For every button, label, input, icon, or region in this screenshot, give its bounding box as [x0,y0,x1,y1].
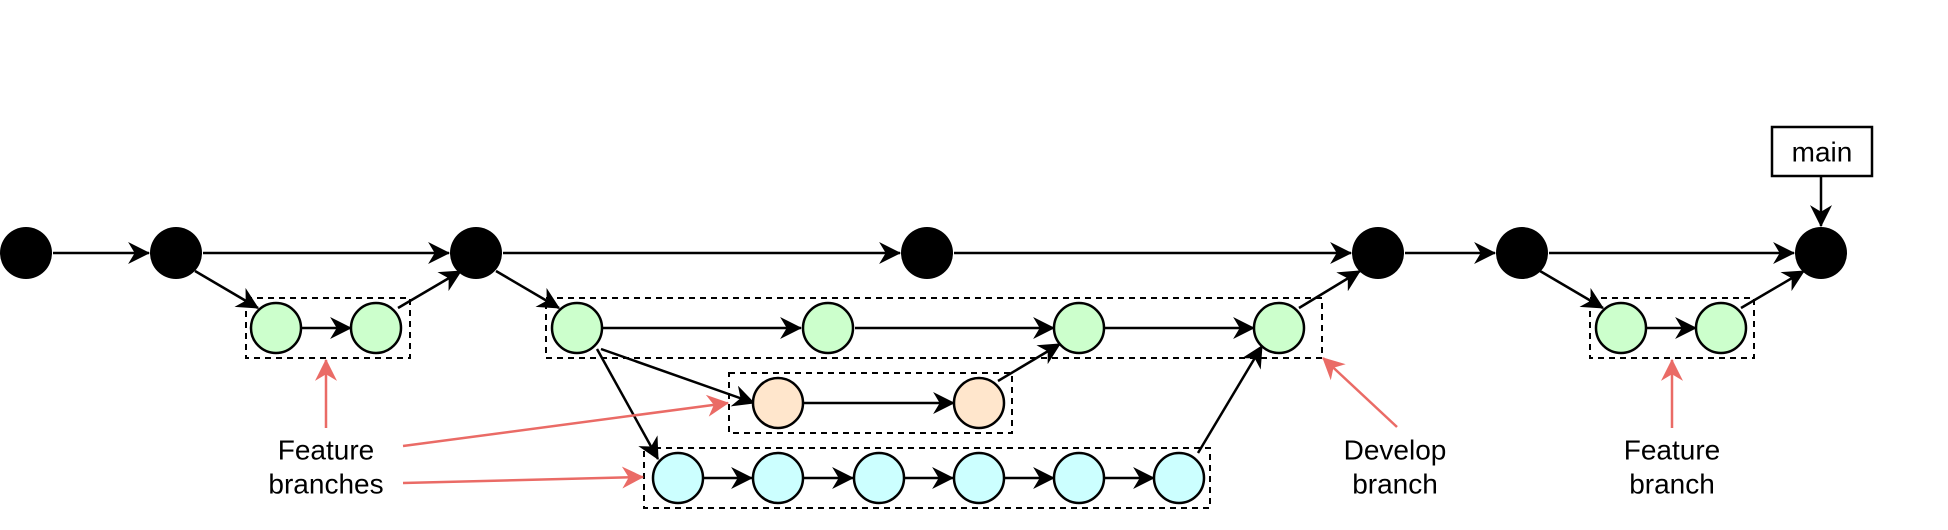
feature-commit [751,451,805,505]
feature-commit [651,451,705,505]
main-commit [1795,227,1847,279]
feature-commit [751,376,805,430]
feature-branch-label-line2: branch [1629,469,1715,500]
main-commit [450,227,502,279]
branch-out-edge [194,269,259,310]
feature-commit [1152,451,1206,505]
merge-edge [1740,269,1805,310]
merge-edge [1196,345,1264,454]
main-commit [901,227,953,279]
feature-branch-box-orange [728,372,1013,434]
feature-branch-box-2 [1589,297,1755,359]
develop-branch-box [545,297,1323,359]
develop-commit [550,301,604,355]
feature-branches-label-line1: Feature [278,435,375,466]
develop-commit [1252,301,1306,355]
main-commit [0,227,52,279]
feature-branch-label-line1: Feature [1624,435,1721,466]
main-commit [1496,227,1548,279]
feature-branch-box-1 [245,297,411,359]
branch-out-edge [595,348,660,460]
feature-commit [852,451,906,505]
annotation-arrow [1322,357,1398,428]
feature-commit [1052,451,1106,505]
feature-commit [952,451,1006,505]
merge-edge [397,269,462,310]
develop-branch-label-line1: Develop [1344,435,1447,466]
annotation-arrow [402,394,730,448]
main-label-box [1770,125,1874,178]
feature-commit [349,301,403,355]
feature-commit [952,376,1006,430]
orange-commits [751,376,1006,430]
main-commit [1352,227,1404,279]
branch-out-edge [1539,269,1604,310]
merge-edge [1298,269,1361,310]
feature-commit [1694,301,1748,355]
main-commit [150,227,202,279]
branch-out-edge [495,269,560,310]
feature-branches-label-line2: branches [268,469,383,500]
develop-commit [1052,301,1106,355]
feature-commit [1594,301,1648,355]
green-commits [249,301,1748,355]
annotation-arrow [402,466,645,489]
branch-out-edge [600,347,756,407]
main-label: main [1792,137,1853,168]
merge-edge [997,342,1061,383]
develop-branch-label-line2: branch [1352,469,1438,500]
cyan-commits [651,451,1206,505]
main-commits [0,227,1847,279]
feature-commit [249,301,303,355]
develop-commit [801,301,855,355]
